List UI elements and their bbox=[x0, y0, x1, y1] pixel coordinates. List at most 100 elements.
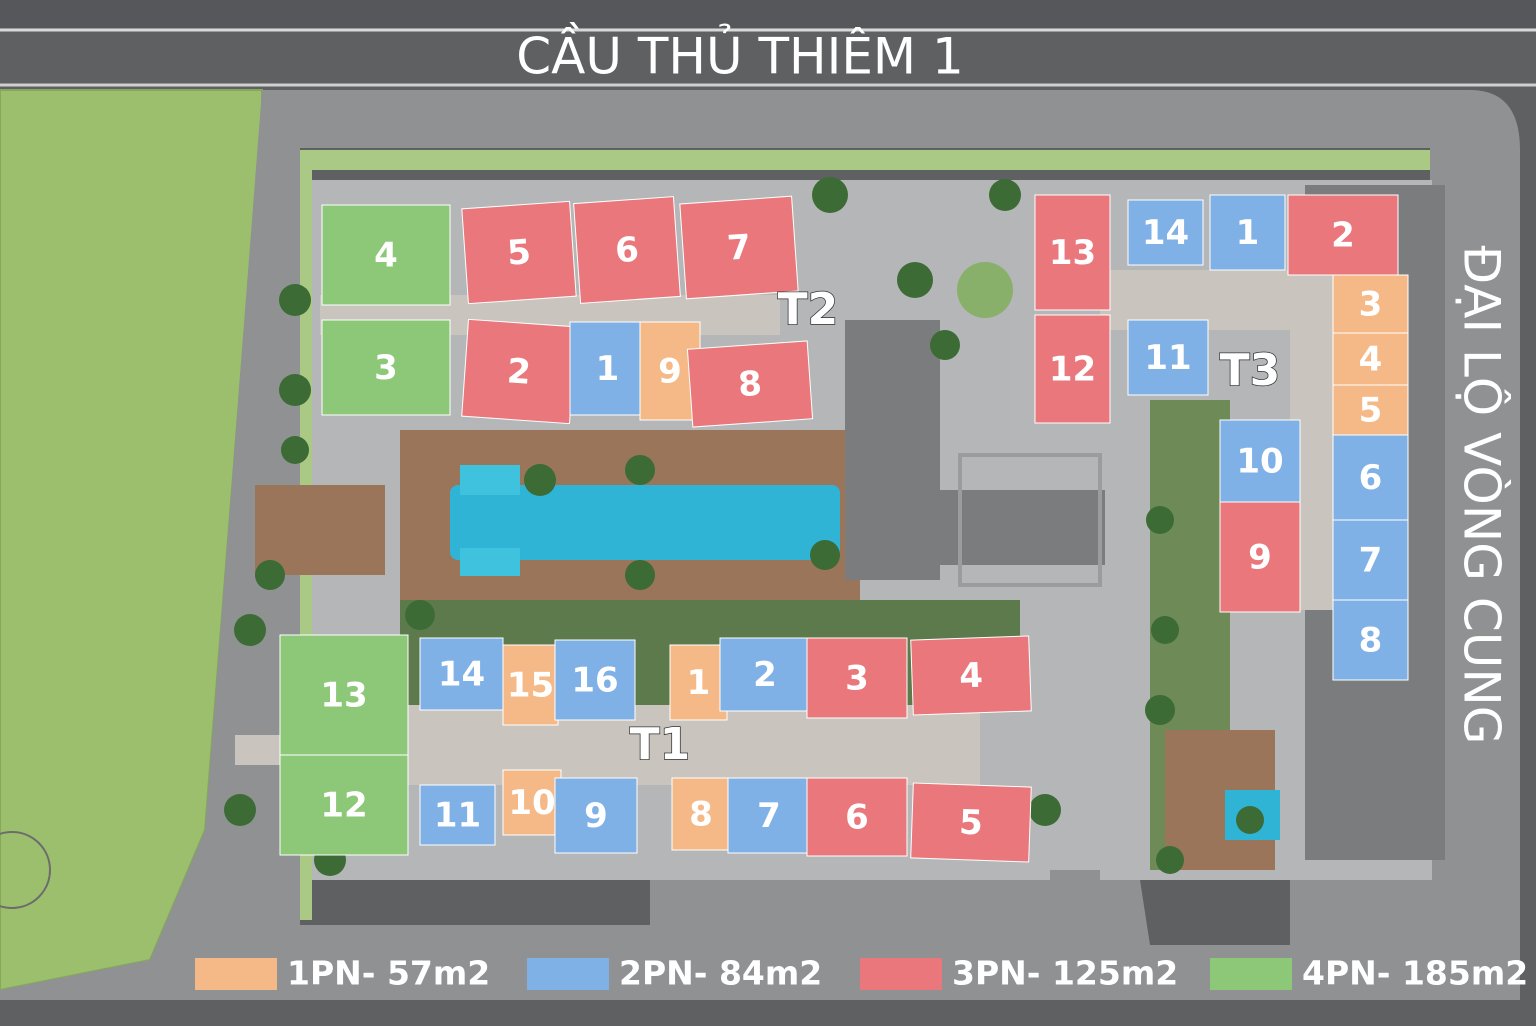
tower-label-t3: T3 bbox=[1220, 345, 1281, 396]
tree bbox=[1146, 506, 1174, 534]
unit-block bbox=[806, 777, 908, 857]
legend-swatch bbox=[527, 958, 609, 990]
unit-t1-11[interactable]: 11 bbox=[419, 784, 496, 846]
unit-t1-14[interactable]: 14 bbox=[419, 637, 504, 711]
unit-t1-2[interactable]: 2 bbox=[719, 637, 811, 712]
tree bbox=[279, 284, 311, 316]
road-label-right: ĐẠI LỘ VÒNG CUNG bbox=[1453, 245, 1512, 744]
tree bbox=[405, 600, 435, 630]
tower-label-t2: T2 bbox=[778, 284, 839, 335]
tree bbox=[625, 560, 655, 590]
unit-t1-3[interactable]: 3 bbox=[806, 637, 908, 719]
unit-number: 7 bbox=[726, 227, 752, 269]
unit-number: 11 bbox=[434, 796, 481, 836]
unit-number: 14 bbox=[1142, 213, 1189, 253]
unit-t1-15[interactable]: 15 bbox=[502, 644, 559, 726]
unit-number: 2 bbox=[753, 655, 777, 695]
unit-t2-5[interactable]: 5 bbox=[461, 200, 577, 305]
unit-t3-10[interactable]: 10 bbox=[1219, 419, 1301, 503]
unit-t3-13[interactable]: 13 bbox=[1034, 194, 1111, 311]
unit-t3-11[interactable]: 11 bbox=[1127, 319, 1209, 396]
unit-t2-3[interactable]: 3 bbox=[321, 319, 451, 416]
unit-block bbox=[1034, 194, 1111, 311]
unit-t1-8[interactable]: 8 bbox=[671, 777, 731, 851]
unit-number: 5 bbox=[1359, 391, 1383, 431]
unit-t2-4[interactable]: 4 bbox=[321, 204, 451, 306]
green-strip-top bbox=[300, 150, 1430, 170]
unit-block bbox=[679, 195, 799, 300]
unit-t3-1[interactable]: 1 bbox=[1209, 194, 1286, 271]
unit-number: 6 bbox=[614, 230, 640, 272]
unit-block bbox=[419, 637, 504, 711]
unit-number: 8 bbox=[737, 364, 763, 406]
unit-number: 10 bbox=[1236, 442, 1283, 482]
unit-t1-13[interactable]: 13 bbox=[279, 634, 409, 756]
unit-block bbox=[461, 200, 577, 305]
unit-block bbox=[671, 777, 731, 851]
unit-t1-9[interactable]: 9 bbox=[554, 777, 638, 854]
unit-t1-7[interactable]: 7 bbox=[727, 777, 811, 854]
unit-number: 7 bbox=[1359, 541, 1383, 581]
unit-block bbox=[321, 204, 451, 306]
unit-t1-1[interactable]: 1 bbox=[669, 644, 728, 721]
unit-t3-6[interactable]: 6 bbox=[1332, 434, 1409, 521]
unit-t3-8[interactable]: 8 bbox=[1332, 599, 1409, 681]
unit-number: 12 bbox=[1049, 350, 1096, 390]
unit-block bbox=[279, 634, 409, 756]
unit-t3-7[interactable]: 7 bbox=[1332, 519, 1409, 601]
unit-block bbox=[1127, 199, 1204, 266]
unit-t3-9[interactable]: 9 bbox=[1219, 501, 1301, 613]
unit-block bbox=[1332, 274, 1409, 334]
unit-number: 4 bbox=[1359, 340, 1383, 380]
unit-t2-6[interactable]: 6 bbox=[573, 196, 681, 304]
unit-block bbox=[719, 637, 811, 712]
unit-t1-5[interactable]: 5 bbox=[910, 782, 1032, 863]
swimming-pool bbox=[450, 485, 840, 560]
unit-t3-12[interactable]: 12 bbox=[1034, 314, 1111, 424]
unit-t3-14[interactable]: 14 bbox=[1127, 199, 1204, 266]
unit-number: 13 bbox=[1049, 233, 1096, 273]
unit-t1-12[interactable]: 12 bbox=[279, 754, 409, 856]
unit-number: 1 bbox=[1236, 213, 1260, 253]
unit-number: 5 bbox=[958, 803, 983, 844]
unit-block bbox=[1219, 501, 1301, 613]
unit-t2-1[interactable]: 1 bbox=[569, 321, 646, 416]
unit-number: 9 bbox=[1248, 538, 1272, 578]
unit-block bbox=[1332, 519, 1409, 601]
unit-block bbox=[686, 340, 814, 428]
unit-t3-5[interactable]: 5 bbox=[1332, 384, 1409, 436]
unit-t1-10[interactable]: 10 bbox=[502, 769, 562, 836]
unit-t1-4[interactable]: 4 bbox=[910, 635, 1032, 716]
unit-number: 11 bbox=[1144, 338, 1191, 378]
unit-number: 14 bbox=[438, 655, 485, 695]
unit-number: 4 bbox=[374, 236, 398, 276]
unit-t3-2[interactable]: 2 bbox=[1287, 194, 1399, 276]
unit-t3-3[interactable]: 3 bbox=[1332, 274, 1409, 334]
unit-t2-8[interactable]: 8 bbox=[686, 340, 814, 428]
unit-t2-2[interactable]: 2 bbox=[461, 318, 577, 425]
unit-block bbox=[1209, 194, 1286, 271]
unit-block bbox=[502, 644, 559, 726]
plaza-pattern bbox=[958, 453, 1102, 587]
unit-t1-6[interactable]: 6 bbox=[806, 777, 908, 857]
legend-swatch bbox=[1210, 958, 1292, 990]
legend-label: 4PN- 185m2 bbox=[1302, 954, 1528, 993]
podium-building bbox=[845, 320, 940, 580]
unit-number: 1 bbox=[687, 663, 711, 703]
unit-block bbox=[727, 777, 811, 854]
unit-block bbox=[910, 782, 1032, 863]
unit-number: 3 bbox=[374, 348, 398, 388]
legend-swatch bbox=[860, 958, 942, 990]
unit-t3-4[interactable]: 4 bbox=[1332, 332, 1409, 386]
unit-number: 13 bbox=[320, 676, 367, 716]
tree bbox=[224, 794, 256, 826]
tree bbox=[1236, 806, 1264, 834]
tree bbox=[234, 614, 266, 646]
unit-t2-7[interactable]: 7 bbox=[679, 195, 799, 300]
unit-t1-16[interactable]: 16 bbox=[554, 639, 636, 721]
tree bbox=[1151, 616, 1179, 644]
